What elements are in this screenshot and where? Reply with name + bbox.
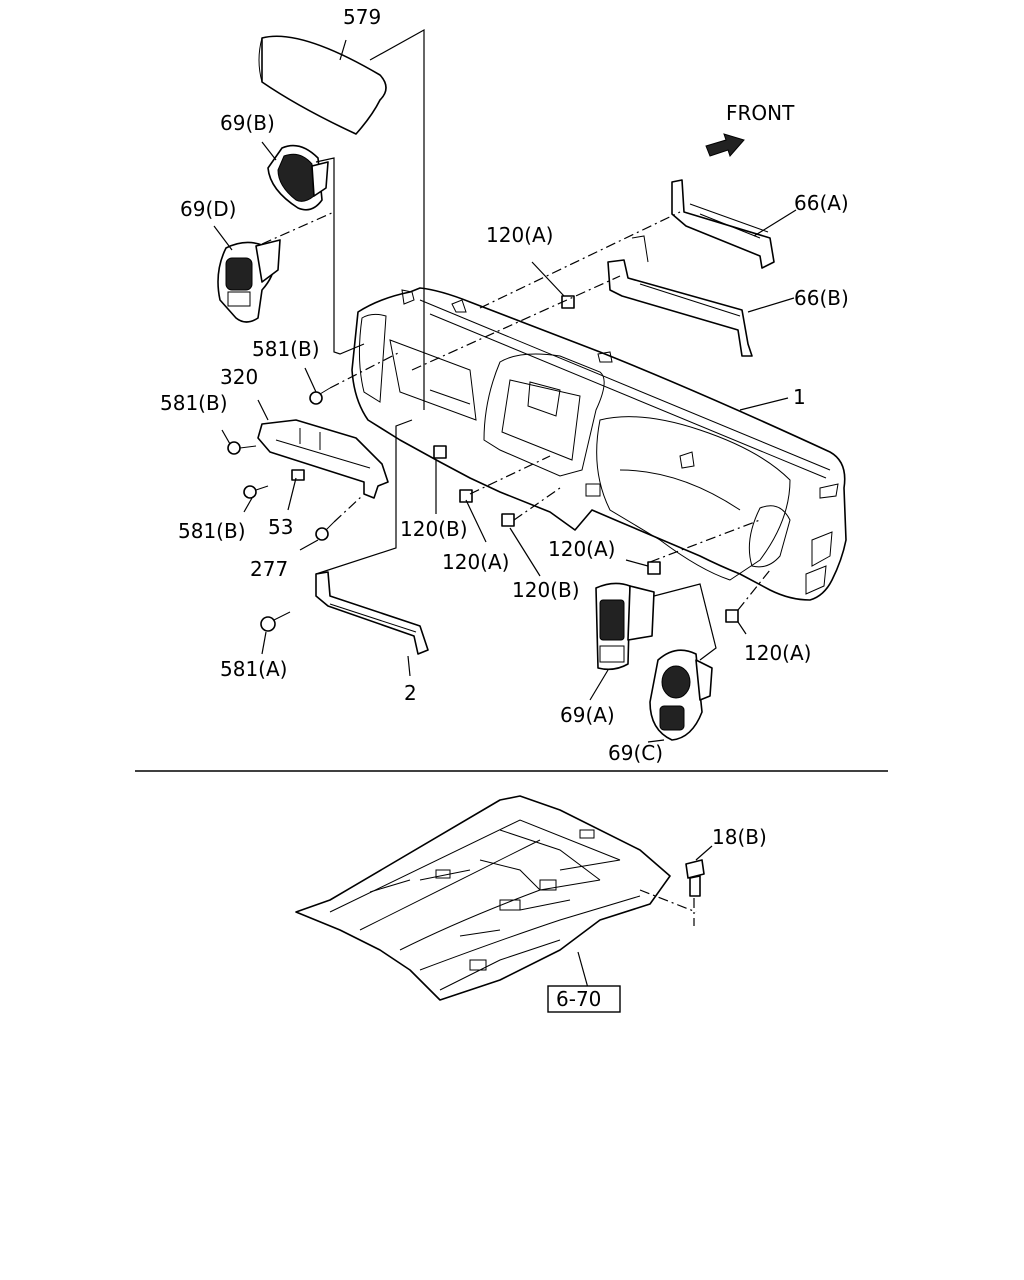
clip-120a-mid (459, 489, 473, 503)
callout-66b: 66(B) (794, 286, 849, 310)
part-1-instrument-panel (351, 287, 847, 601)
reference-box-frame (547, 985, 621, 1013)
part-69a-vent (595, 582, 655, 671)
screw-581b-top (309, 387, 331, 405)
clip-120a-right (647, 561, 661, 575)
callout-1: 1 (793, 385, 806, 409)
callout-120b-left: 120(B) (400, 517, 468, 541)
part-66a-bracket (671, 179, 775, 269)
part-69c-vent (649, 649, 713, 741)
bolt-18b (685, 845, 713, 926)
floor-panel (295, 795, 697, 1001)
callout-120a-top: 120(A) (486, 223, 553, 247)
callout-120a-far: 120(A) (744, 641, 811, 665)
clip-277 (315, 521, 335, 541)
callout-69b: 69(B) (220, 111, 275, 135)
part-320-bracket (257, 419, 389, 499)
callout-579: 579 (343, 5, 381, 29)
callout-69d: 69(D) (180, 197, 236, 221)
callout-69c: 69(C) (608, 741, 663, 765)
clip-120b-mid (501, 513, 515, 527)
callout-69a: 69(A) (560, 703, 615, 727)
reference-leader (577, 951, 589, 989)
callout-66a: 66(A) (794, 191, 849, 215)
screw-581a (260, 611, 291, 632)
part-69b-vent (267, 144, 329, 211)
leader-lines (213, 28, 797, 743)
callout-320: 320 (220, 365, 258, 389)
callout-581b-top: 581(B) (252, 337, 320, 361)
front-arrow-icon (705, 133, 745, 157)
callout-277: 277 (250, 557, 288, 581)
callout-18b: 18(B) (712, 825, 767, 849)
callout-120a-mid: 120(A) (442, 550, 509, 574)
reference-box-label: 6-70 (556, 987, 601, 1011)
screw-581b-mid (227, 441, 257, 455)
part-66b-bracket (607, 235, 753, 357)
part-69d-vent (217, 239, 281, 323)
callout-120a-right: 120(A) (548, 537, 615, 561)
screw-581b-low (243, 485, 269, 499)
clip-120a-far (725, 609, 739, 623)
part-2-bracket (315, 571, 429, 655)
part-579-lid (258, 35, 387, 135)
callout-53: 53 (268, 515, 293, 539)
callout-120b-mid: 120(B) (512, 578, 580, 602)
callout-581b-low: 581(B) (178, 519, 246, 543)
callout-2: 2 (404, 681, 417, 705)
callout-581b-mid: 581(B) (160, 391, 228, 415)
clip-53 (291, 469, 305, 481)
front-label: FRONT (726, 101, 795, 125)
callout-581a: 581(A) (220, 657, 287, 681)
clip-120b-left (433, 445, 447, 459)
